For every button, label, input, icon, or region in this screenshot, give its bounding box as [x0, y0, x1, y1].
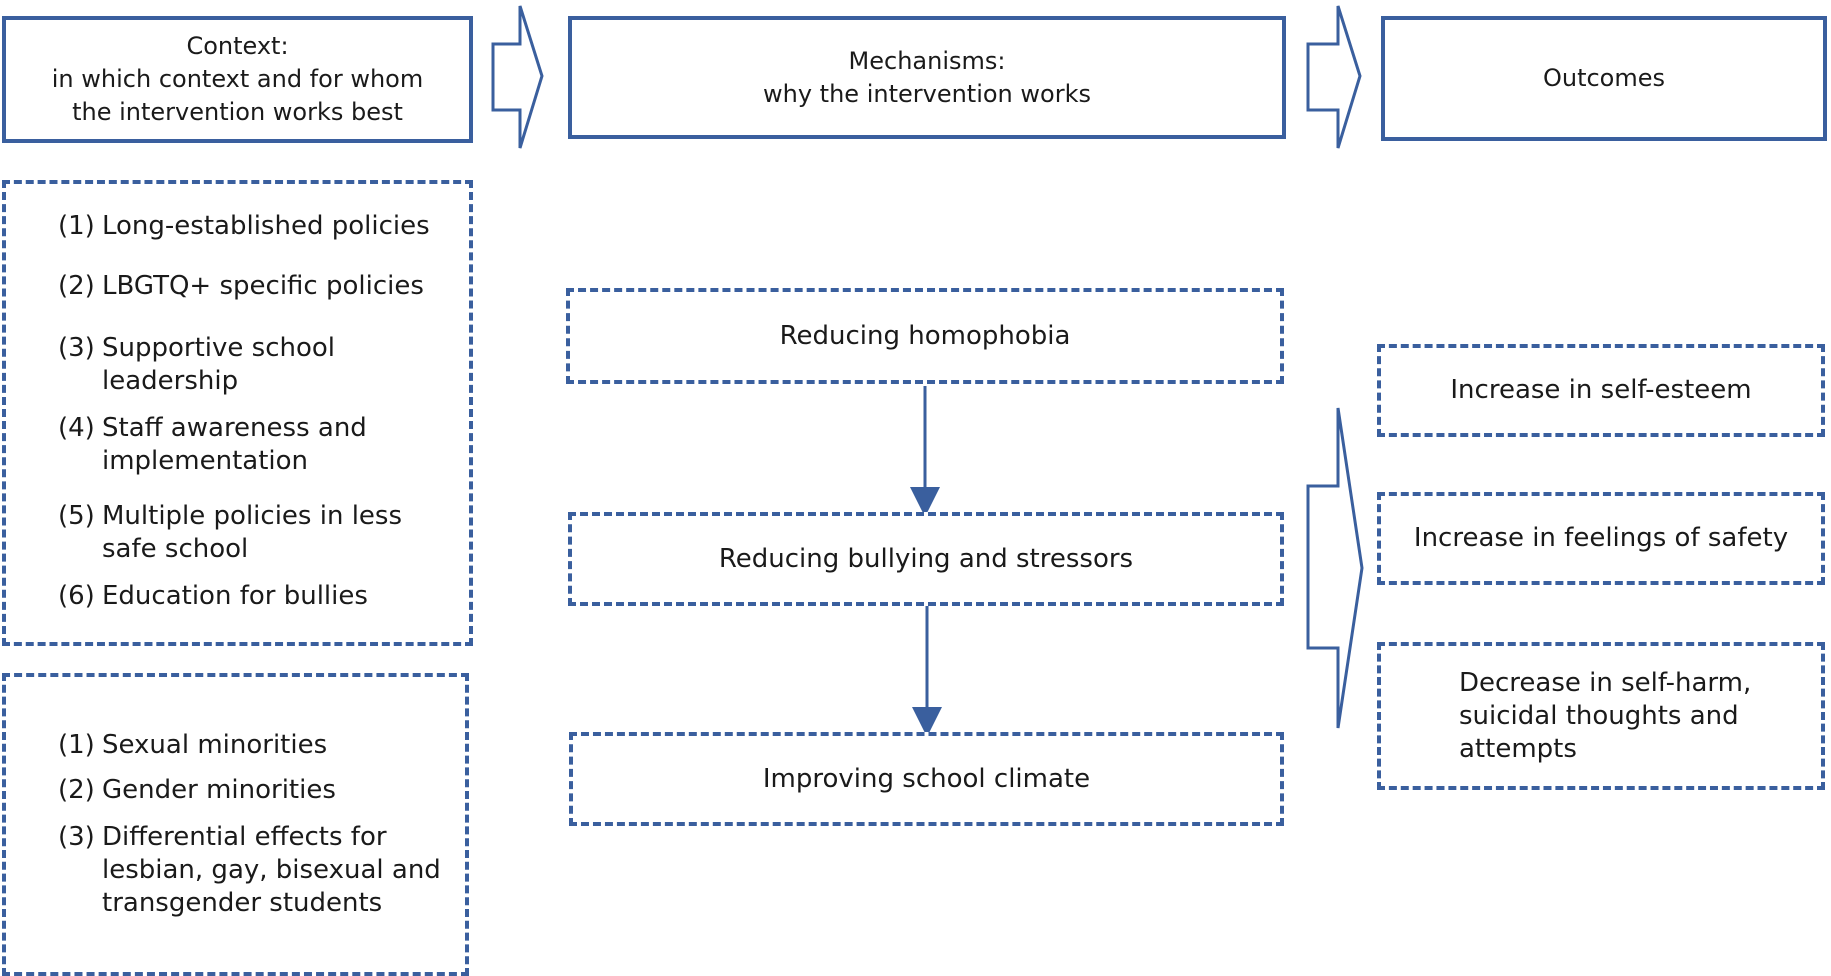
policy-item-1-num: (1): [58, 211, 95, 241]
group-item-2-text: Gender minorities: [102, 775, 336, 805]
policy-item-3: (3) Supportive school leadership: [58, 332, 335, 398]
policy-item-3-num: (3): [58, 333, 95, 363]
policy-item-3-line1: Supportive school: [102, 333, 336, 363]
outcome-3-line2: suicidal thoughts and: [1459, 700, 1739, 731]
policy-item-1: (1) Long-established policies: [58, 210, 430, 243]
policy-item-2: (2) LBGTQ+ specific policies: [58, 270, 424, 303]
mechanism-2-label: Reducing bullying and stressors: [718, 543, 1134, 574]
block-arrow-mechanisms-to-outcomes: [1306, 5, 1362, 149]
group-item-2-num: (2): [58, 775, 95, 805]
context-policies-box: (1) Long-established policies (2) LBGTQ+…: [2, 180, 473, 646]
context-header-title: Context:: [186, 32, 289, 60]
outcome-box-self-harm: Decrease in self-harm, suicidal thoughts…: [1377, 642, 1825, 790]
mechanism-1-label: Reducing homophobia: [779, 320, 1071, 351]
policy-item-6-num: (6): [58, 581, 95, 611]
group-item-1-num: (1): [58, 730, 95, 760]
outcomes-header: Outcomes: [1381, 16, 1827, 141]
group-item-3: (3) Differential effects for lesbian, ga…: [58, 821, 441, 920]
policy-item-2-num: (2): [58, 271, 95, 301]
policy-item-1-text: Long-established policies: [102, 211, 430, 241]
context-header-line2: the intervention works best: [72, 98, 403, 126]
policy-item-4-line1: Staff awareness and: [102, 413, 367, 443]
context-groups-box: (1) Sexual minorities (2) Gender minorit…: [2, 673, 469, 976]
policy-item-5: (5) Multiple policies in less safe schoo…: [58, 500, 402, 566]
policy-item-5-line2: safe school: [102, 534, 249, 564]
mechanisms-header-line1: why the intervention works: [763, 79, 1091, 108]
policy-item-3-line2: leadership: [102, 366, 239, 396]
group-item-3-line2: lesbian, gay, bisexual and: [102, 855, 441, 885]
outcome-1-label: Increase in self-esteem: [1450, 375, 1752, 405]
policy-item-5-line1: Multiple policies in less: [102, 501, 403, 531]
outcome-3-line3: attempts: [1459, 733, 1577, 764]
policy-item-6-text: Education for bullies: [102, 581, 368, 611]
outcome-box-feelings-of-safety: Increase in feelings of safety: [1377, 492, 1825, 585]
group-item-1: (1) Sexual minorities: [58, 729, 327, 762]
policy-item-5-num: (5): [58, 501, 95, 531]
outcome-box-self-esteem: Increase in self-esteem: [1377, 344, 1825, 437]
mechanism-3-label: Improving school climate: [762, 763, 1091, 794]
mechanism-box-reducing-homophobia: Reducing homophobia: [566, 288, 1284, 384]
block-arrow-context-to-mechanisms: [491, 5, 544, 149]
context-header-line1: in which context and for whom: [51, 65, 424, 93]
policy-item-4: (4) Staff awareness and implementation: [58, 412, 367, 478]
mechanism-box-improving-climate: Improving school climate: [569, 732, 1284, 826]
group-item-3-line3: transgender students: [102, 888, 383, 918]
group-item-3-num: (3): [58, 822, 95, 852]
block-arrow-into-outcomes: [1306, 407, 1364, 729]
mechanism-box-reducing-bullying: Reducing bullying and stressors: [568, 512, 1284, 606]
mechanisms-header-title: Mechanisms:: [848, 46, 1006, 75]
group-item-3-line1: Differential effects for: [102, 822, 387, 852]
outcome-3-line1: Decrease in self-harm,: [1459, 667, 1752, 698]
group-item-1-text: Sexual minorities: [102, 730, 328, 760]
outcomes-header-title: Outcomes: [1542, 64, 1666, 92]
context-header: Context: in which context and for whom t…: [2, 16, 473, 143]
policy-item-6: (6) Education for bullies: [58, 580, 368, 613]
policy-item-4-line2: implementation: [102, 446, 309, 476]
policy-item-2-text: LBGTQ+ specific policies: [102, 271, 424, 301]
outcome-2-label: Increase in feelings of safety: [1413, 523, 1789, 553]
policy-item-4-num: (4): [58, 413, 95, 443]
group-item-2: (2) Gender minorities: [58, 774, 336, 807]
mechanisms-header: Mechanisms: why the intervention works: [568, 16, 1286, 139]
